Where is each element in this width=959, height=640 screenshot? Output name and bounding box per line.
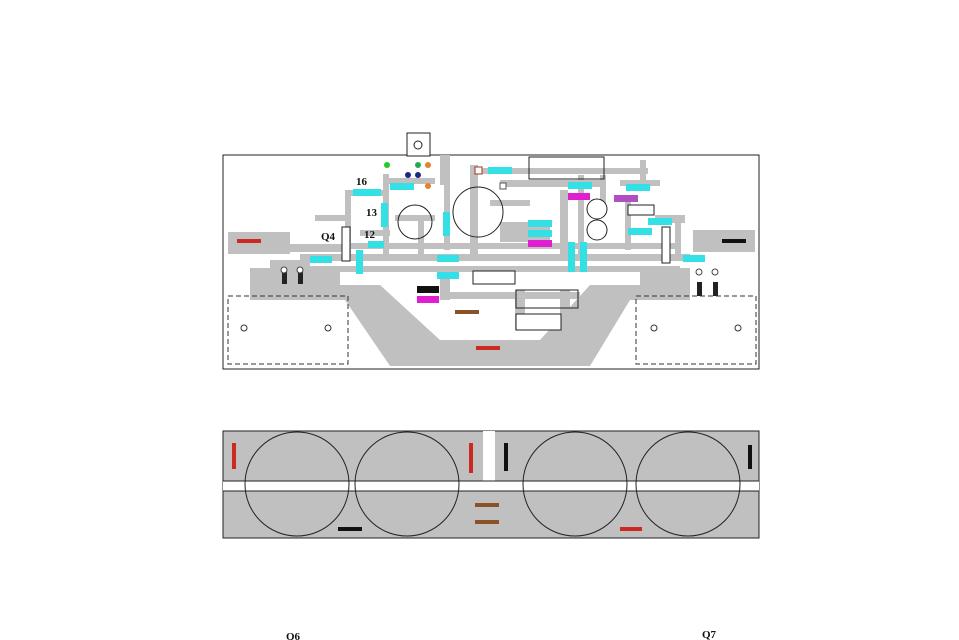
transistor-pins-left (280, 266, 304, 284)
wire-black (722, 239, 746, 243)
wire-black (504, 443, 508, 471)
black-part (417, 286, 439, 293)
transistor-outline-left (227, 295, 349, 365)
speaker-outline (635, 431, 741, 537)
pad-gray (499, 182, 507, 190)
wire-black (338, 527, 362, 531)
pad-green (415, 162, 421, 168)
speaker-outline (522, 431, 628, 537)
label-q6: Q6 (286, 631, 301, 640)
transistor-outline (586, 198, 608, 220)
wire-red (476, 346, 500, 350)
label-q7: Q7 (702, 629, 717, 640)
label-16: 16 (356, 176, 368, 188)
board-gap (223, 481, 759, 491)
mounting-hole (734, 324, 742, 332)
component-outlines (341, 156, 671, 331)
wire-brown (475, 520, 499, 524)
wire-red (232, 443, 236, 469)
ground-trace-plate (250, 268, 690, 366)
label-q4: Q4 (321, 231, 336, 243)
label-12: 12 (364, 229, 376, 241)
pad-brown (474, 166, 483, 175)
speaker-outline (354, 431, 460, 537)
pad-navy (405, 172, 411, 178)
wire-brown (475, 503, 499, 507)
pad-orange (425, 162, 431, 168)
wire-red (620, 527, 642, 531)
pad-orange (425, 183, 431, 189)
magenta-part (417, 296, 439, 303)
purple-part (614, 195, 638, 202)
capacitor-outline (452, 186, 504, 238)
speaker-outline (244, 431, 350, 537)
main-pcb-board: Q4 16 13 12 (222, 132, 760, 370)
speaker-pcb-board (222, 430, 760, 539)
mounting-hole (650, 324, 658, 332)
magenta-part (568, 193, 590, 200)
pad-navy (415, 172, 421, 178)
label-13: 13 (366, 207, 378, 219)
left-power-trace (228, 232, 345, 254)
wire-brown (455, 310, 479, 314)
mounting-hole (240, 324, 248, 332)
wire-red (469, 443, 473, 473)
mounting-hole (324, 324, 332, 332)
pad-green (384, 162, 390, 168)
transistor-pins-right (695, 268, 719, 296)
resistors-cyan (310, 167, 705, 279)
transistor-outline (586, 219, 608, 241)
wire-black (748, 445, 752, 469)
transistor-outline-right (635, 295, 757, 365)
mounting-hole (413, 140, 423, 150)
magenta-part (528, 240, 552, 247)
wire-red (237, 239, 261, 243)
board-gap (483, 431, 495, 481)
capacitor-outline (397, 204, 433, 240)
